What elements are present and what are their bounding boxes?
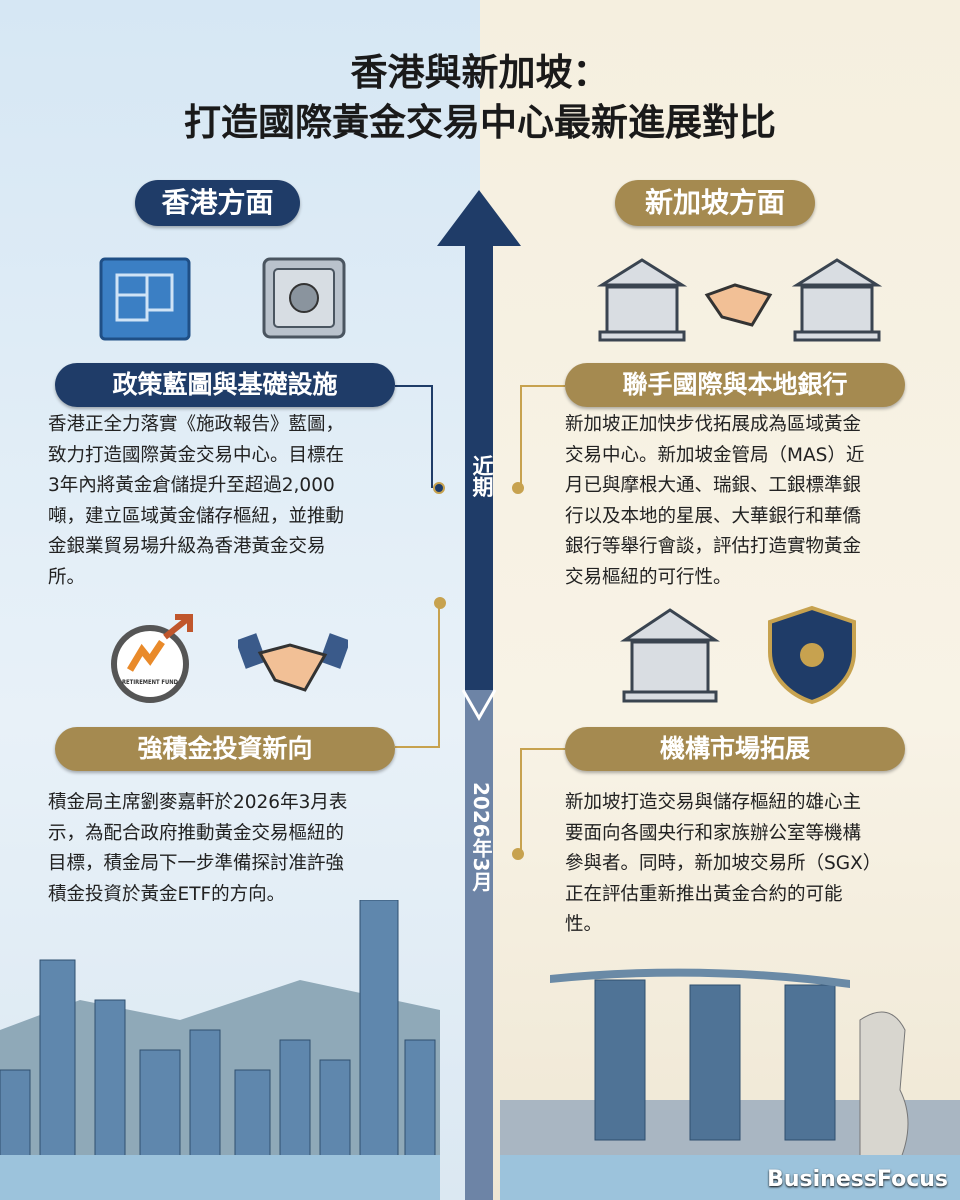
section-title-mpf-investment: 強積金投資新向 (55, 727, 395, 771)
text-line: 性。 (565, 914, 603, 935)
timeline-dot (433, 482, 445, 494)
text-line: 行以及本地的星展、大華銀行和華僑 (565, 505, 862, 527)
text-line: 銀行等舉行會談，評估打造實物黃金 (565, 536, 862, 557)
text-line: 所。 (48, 566, 86, 588)
text-line: 積金局主席劉麥嘉軒於2026年3月表 (48, 792, 348, 813)
brand-logo: BusinessFocus (767, 1167, 948, 1192)
retirement-fund-icon: RETIREMENT FUND (111, 614, 193, 703)
text-line: 參與者。同時，新加坡交易所（SGX） (565, 853, 882, 874)
section-title-policy-infrastructure: 政策藍圖與基礎設施 (55, 363, 395, 407)
text-line: 積金投資於黃金ETF的方向。 (48, 883, 286, 905)
title-line-2: 打造國際黃金交易中心最新進展對比 (184, 101, 776, 144)
timeline-date: 2026年3月 (469, 782, 493, 892)
timeline-arrow (437, 190, 521, 1200)
timeline-dot (512, 848, 524, 860)
text-line: 月已與摩根大通、瑞銀、工銀標準銀 (565, 475, 862, 496)
text-line: 正在評估重新推出黃金合約的可能 (565, 883, 843, 905)
text-line: 金銀業貿易場升級為香港黃金交易 (48, 536, 326, 557)
section-title-institutional-market: 機構市場拓展 (565, 727, 905, 771)
banks-handshake-icon (597, 258, 883, 342)
safe-icon (262, 257, 346, 339)
connector-sg-2 (520, 748, 565, 853)
hong-kong-skyline (0, 900, 440, 1200)
singapore-heading: 新加坡方面 (615, 180, 815, 226)
sg-banks-text: 新加坡正加快步伐拓展成為區域黃金 交易中心。新加坡金管局（MAS）近 月已與摩根… (565, 410, 864, 593)
section-title-banks: 聯手國際與本地銀行 (565, 363, 905, 407)
text-line: 新加坡正加快步伐拓展成為區域黃金 (565, 414, 862, 435)
connector-sg-1 (520, 385, 565, 488)
timeline-dot (434, 597, 446, 609)
singapore-skyline (500, 968, 960, 1200)
text-line: 示，為配合政府推動黃金交易樞紐的 (48, 822, 345, 844)
sg-institutional-text: 新加坡打造交易與儲存樞紐的雄心主 要面向各國央行和家族辦公室等機構 參與者。同時… (565, 788, 881, 941)
text-line: 交易樞紐的可行性。 (565, 566, 732, 588)
hk-mpf-text: 積金局主席劉麥嘉軒於2026年3月表 示，為配合政府推動黃金交易樞紐的 目標，積… (48, 788, 347, 910)
title-line-1: 香港與新加坡： (350, 51, 610, 94)
connector-hk-2 (395, 603, 440, 748)
text-line: 新加坡打造交易與儲存樞紐的雄心主 (565, 792, 862, 813)
fund-logo-text: RETIREMENT FUND (122, 678, 178, 686)
timeline-recent: 近期 (470, 455, 494, 497)
hong-kong-heading: 香港方面 (135, 180, 300, 226)
text-line: 目標，積金局下一步準備探討准許強 (48, 853, 345, 874)
connector-hk-1 (395, 385, 433, 488)
hk-policy-text: 香港正全力落實《施政報告》藍圖， 致力打造國際黃金交易中心。目標在 3年內將黃金… (48, 410, 344, 593)
text-line: 要面向各國央行和家族辦公室等機構 (565, 822, 862, 844)
timeline-dot (512, 482, 524, 494)
text-line: 交易中心。新加坡金管局（MAS）近 (565, 444, 865, 466)
handshake-icon (238, 633, 348, 692)
page-title: 香港與新加坡： 打造國際黃金交易中心最新進展對比 (0, 48, 960, 148)
shield-icon (768, 605, 856, 705)
text-line: 香港正全力落實《施政報告》藍圖， (48, 414, 345, 435)
text-line: 3年內將黃金倉儲提升至超過2,000 (48, 475, 335, 496)
blueprint-icon (99, 257, 191, 341)
text-line: 致力打造國際黃金交易中心。目標在 (48, 444, 345, 466)
bank-icon (620, 608, 720, 703)
text-line: 噸，建立區域黃金儲存樞紐，並推動 (48, 505, 345, 527)
